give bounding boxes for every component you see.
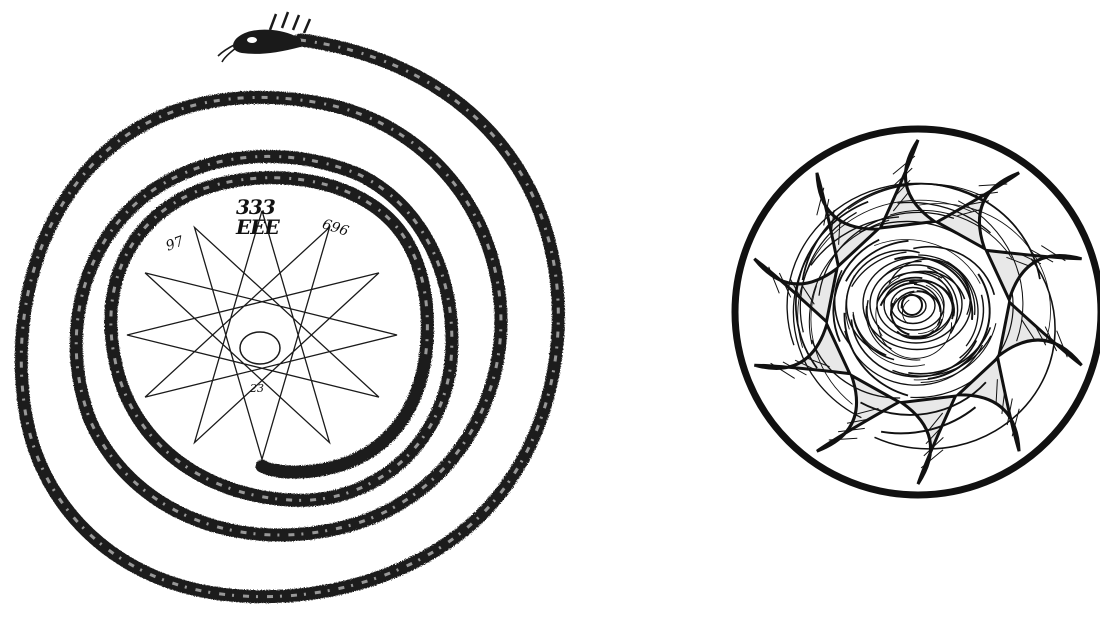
number-right: 696 — [320, 216, 350, 240]
number-left: 97 — [164, 233, 186, 254]
serpent-head — [218, 12, 310, 62]
number-center: 23 — [249, 382, 264, 395]
star-center-circle — [240, 332, 280, 364]
serpent-body — [21, 40, 558, 597]
number-top-lower: EEE — [235, 215, 280, 239]
serpent-spiral-figure: 333 EEE 97 696 23 — [21, 12, 558, 597]
rose-whirl-figure — [735, 129, 1100, 495]
